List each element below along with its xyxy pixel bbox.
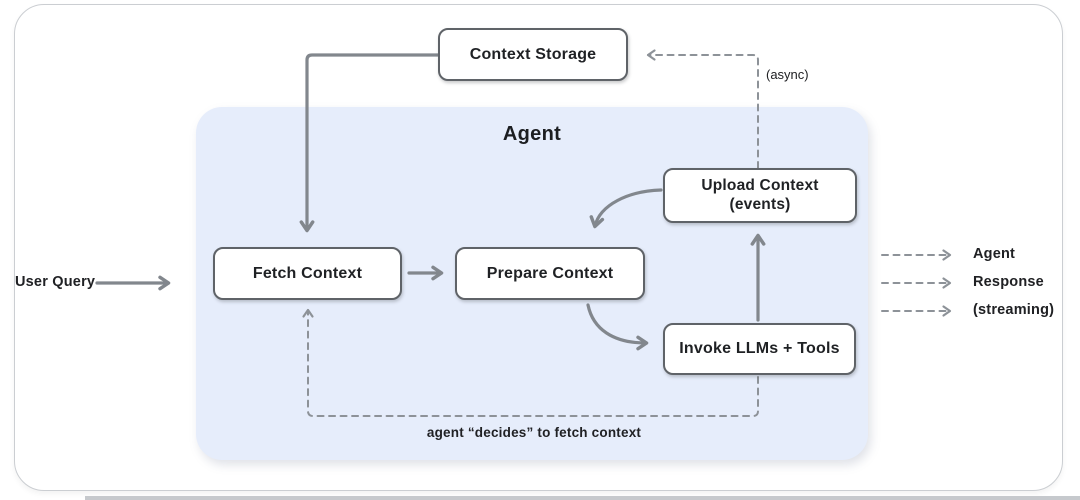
node-fetch-context: Fetch Context [213,247,402,300]
decides-note-label: agent “decides” to fetch context [426,425,642,440]
node-context-storage-label: Context Storage [469,45,597,63]
node-upload-context: Upload Context (events) [663,168,857,223]
agent-container-title: Agent [502,123,562,145]
node-prepare-context-label: Prepare Context [486,264,614,282]
async-label: (async) [766,67,809,82]
user-query-label: User Query [15,274,96,290]
output-label-agent: Agent [973,246,1016,262]
node-upload-context-label-line1: Upload Context [701,176,819,194]
bottom-edge-strip [85,496,1080,500]
node-invoke-llms-tools-label: Invoke LLMs + Tools [679,340,840,357]
output-label-response: Response [973,274,1044,290]
node-invoke-llms-tools: Invoke LLMs + Tools [663,323,856,375]
node-fetch-context-label: Fetch Context [252,264,363,282]
node-context-storage: Context Storage [438,28,628,81]
output-label-streaming: (streaming) [973,302,1055,318]
node-upload-context-label-line2: (events) [729,195,791,213]
node-prepare-context: Prepare Context [455,247,645,300]
